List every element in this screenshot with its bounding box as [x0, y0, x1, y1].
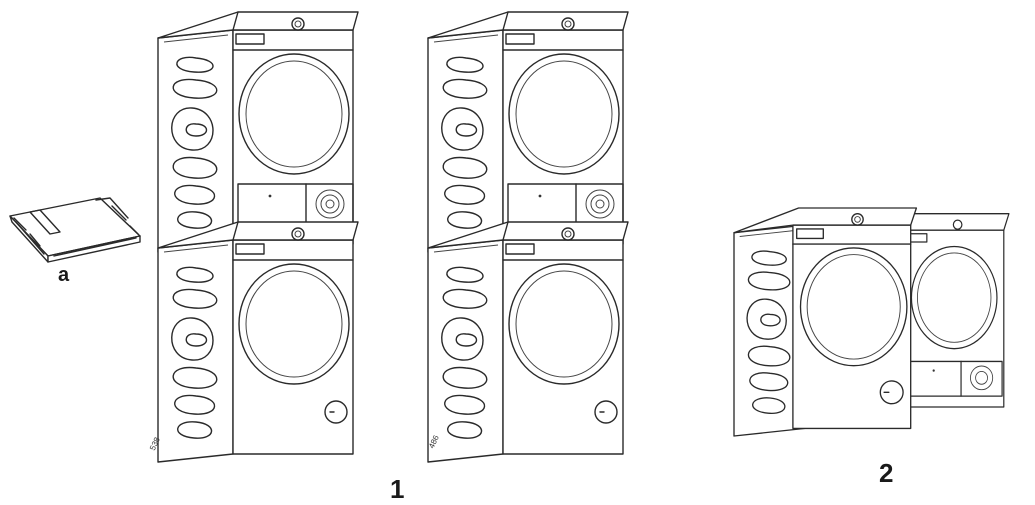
stacked-units-left: [158, 12, 358, 462]
figure-number-2: 2: [879, 458, 894, 488]
side-by-side-units: [733, 207, 1010, 437]
stacking-kit-illustration: [9, 197, 141, 263]
label-a: a: [58, 264, 70, 286]
stacked-units-right: [428, 12, 628, 462]
figure-number-1: 1: [390, 474, 405, 504]
